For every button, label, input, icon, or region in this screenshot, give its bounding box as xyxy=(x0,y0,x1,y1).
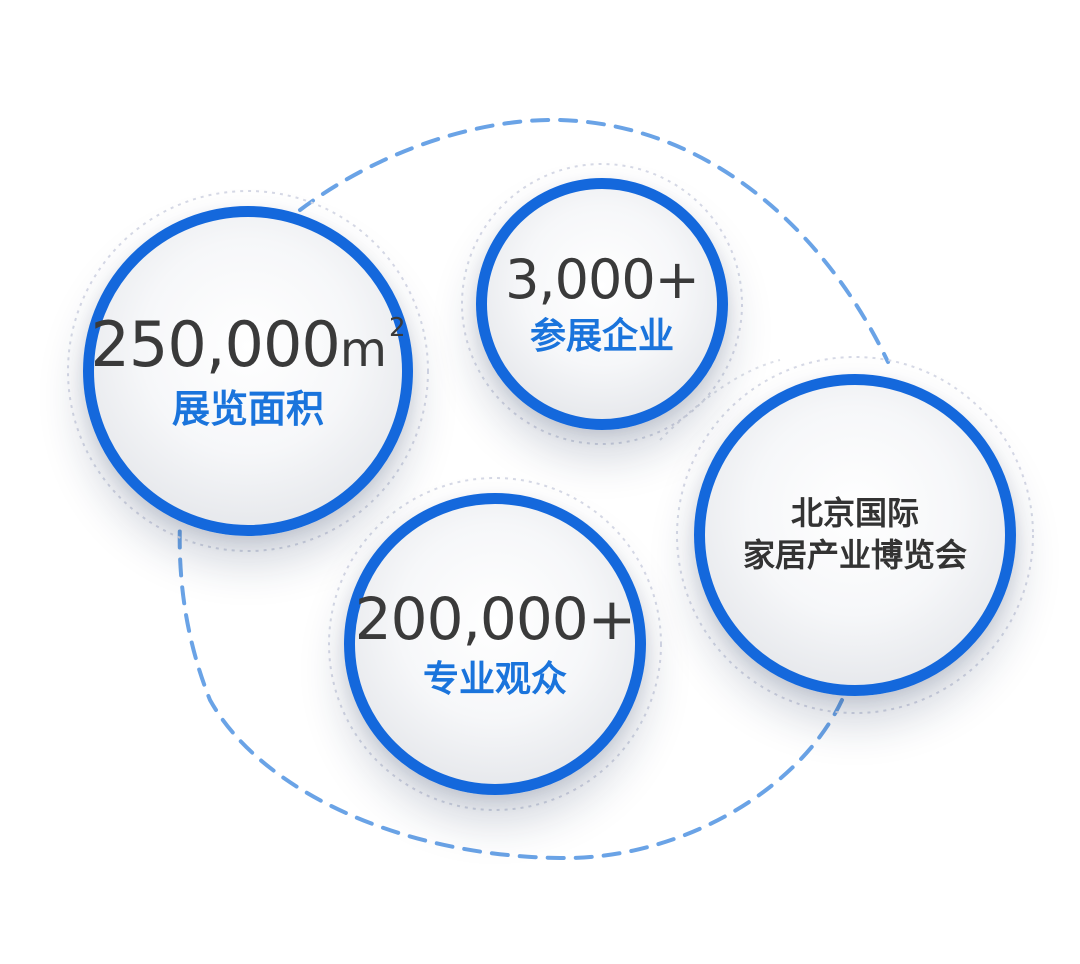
stat-bubble-exhibitors: 3,000+ 参展企业 xyxy=(476,178,728,430)
area-number: 250,000 xyxy=(90,308,340,381)
event-name-bubble: 北京国际 家居产业博览会 xyxy=(694,374,1016,696)
event-name-line-1: 北京国际 xyxy=(790,494,919,533)
stat-bubble-area: 250,000m2 展览面积 xyxy=(83,206,413,536)
stat-bubble-visitors: 200,000+ 专业观众 xyxy=(344,493,646,795)
dashed-loop-path xyxy=(177,117,890,861)
area-unit: m xyxy=(339,322,387,378)
visitors-number: 200,000+ xyxy=(354,585,636,653)
halo-ring xyxy=(67,190,429,552)
halo-ring xyxy=(676,356,1034,714)
area-label: 展览面积 xyxy=(171,387,324,431)
area-unit-superscript: 2 xyxy=(388,313,406,344)
area-value: 250,000m2 xyxy=(90,314,405,376)
exhibitors-label: 参展企业 xyxy=(529,316,674,357)
event-name-line-2: 家居产业博览会 xyxy=(742,536,967,574)
visitors-label: 专业观众 xyxy=(422,659,567,700)
exhibitors-number: 3,000+ xyxy=(505,248,700,311)
halo-ring xyxy=(328,477,662,811)
halo-ring xyxy=(461,163,743,445)
